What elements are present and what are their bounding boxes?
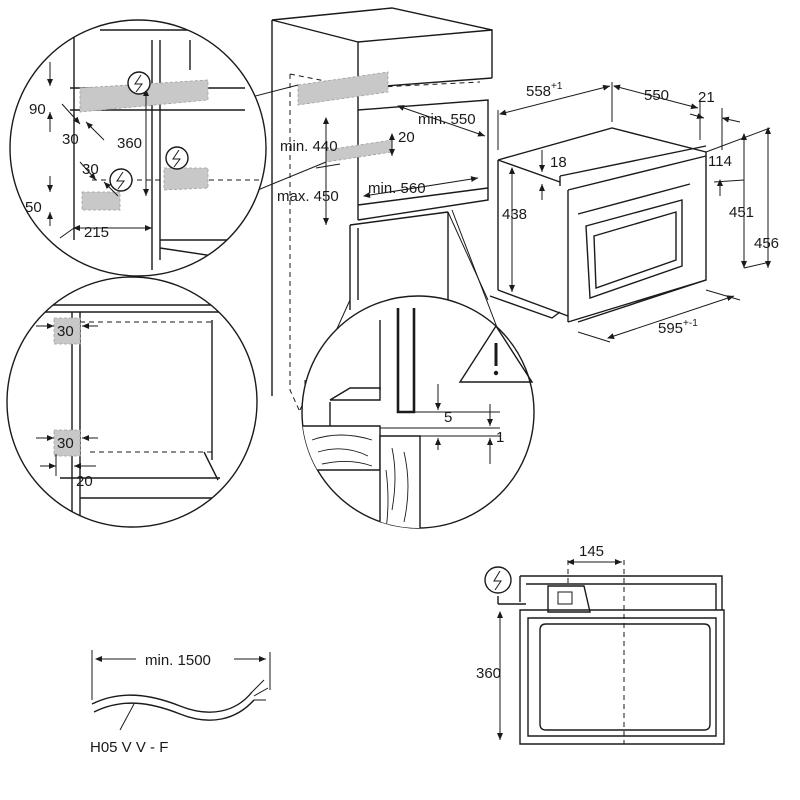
cabinet-max450-label: max. 450 [277,188,339,205]
gap-d1-label: 1 [496,429,504,446]
back-d145-label: 145 [579,543,604,560]
oven-d558-value: 558 [526,83,551,100]
gap-d5-label: 5 [444,409,452,426]
cabinet-d20-label: 20 [398,129,415,146]
detail-d30b-label: 30 [82,161,99,178]
electrical-connection-icon [109,168,133,192]
electrical-connection-icon [127,71,151,95]
oven-d550-label: 550 [644,87,669,104]
oven-d558-label: 558+1 [526,81,563,100]
cabinet-drawing: min. 440 max. 450 min. 550 20 min. 560 [271,7,493,413]
cable-length-label: min. 1500 [145,652,211,669]
side-d20-label: 20 [76,473,93,490]
warning-triangle-icon [458,324,534,383]
cable-type-label: H05 V V - F [90,739,168,756]
detail-d360-label: 360 [117,135,142,152]
side-d30bot-label: 30 [57,435,74,452]
cable-drawing: min. 1500 H05 V V - F [90,650,271,756]
oven-d114-label: 114 [708,153,732,170]
detail-d215-label: 215 [84,224,109,241]
oven-d595-label: 595+-1 [658,318,698,337]
electrical-connection-icon [484,566,512,594]
cabinet-min560-label: min. 560 [368,180,426,197]
oven-d451-label: 451 [729,204,754,221]
cabinet-min550-label: min. 550 [418,111,476,128]
oven-d438-label: 438 [502,206,527,223]
side-d30top-label: 30 [57,323,74,340]
detail-d90-label: 90 [29,101,46,118]
oven-d21-label: 21 [698,89,715,106]
back-d360-label: 360 [476,665,501,682]
oven-drawing: 558+1 550 21 114 18 438 451 456 595+-1 [489,81,779,343]
electrical-connection-icon [165,146,189,170]
detail-d50-label: 50 [25,199,42,216]
detail-circle-gap: 5 1 [301,295,535,529]
detail-d30a-label: 30 [62,131,79,148]
oven-d456-label: 456 [754,235,779,252]
oven-d595-tolerance: +-1 [683,318,698,329]
oven-d18-label: 18 [550,154,567,171]
detail-circle-connection: 90 30 360 30 50 215 [9,19,267,277]
cabinet-min440-label: min. 440 [280,138,338,155]
oven-d558-tolerance: +1 [551,81,563,92]
back-view-drawing: 145 360 [476,543,725,745]
oven-d595-value: 595 [658,320,683,337]
detail-circle-side-clearance: 30 30 20 [6,276,258,528]
